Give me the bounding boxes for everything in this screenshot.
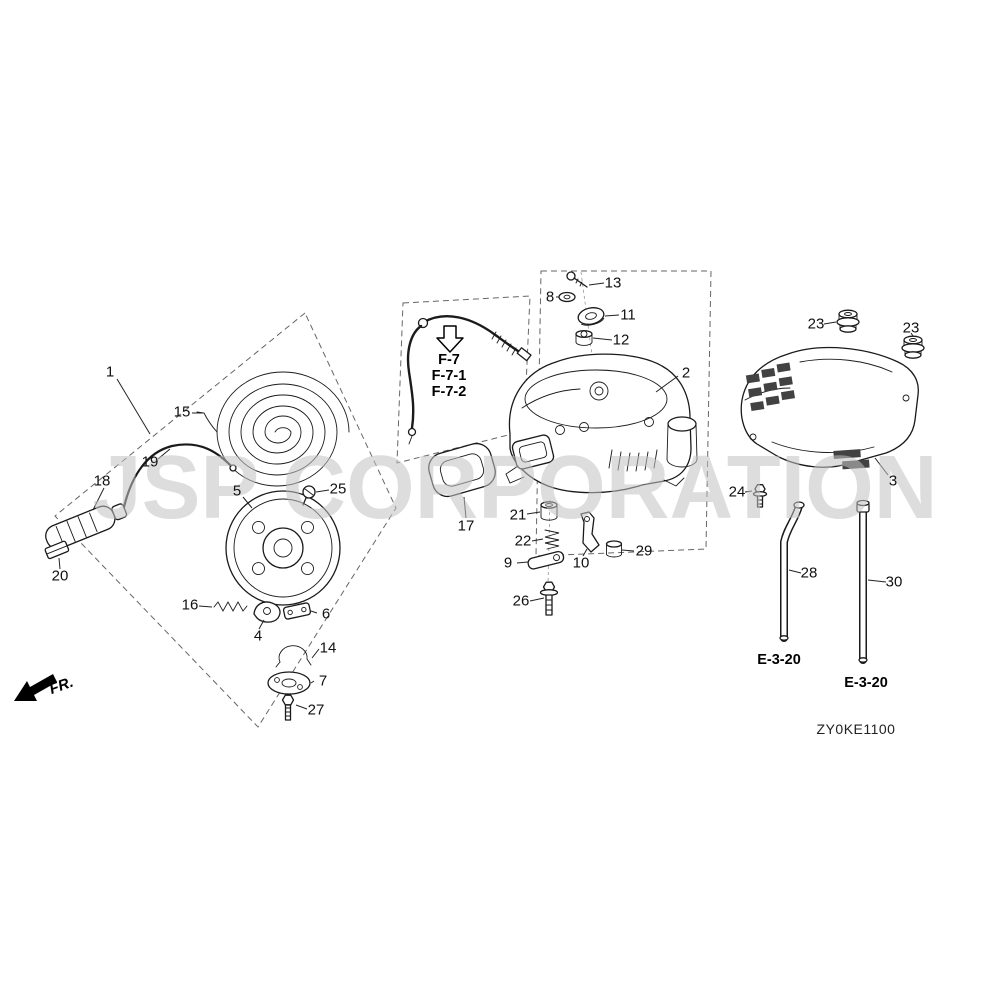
callout-13: 13: [605, 275, 622, 292]
callout-1: 1: [106, 364, 114, 381]
part-13-screw: [566, 271, 588, 288]
diagram-code: ZY0KE1100: [817, 721, 896, 737]
callout-16: 16: [182, 597, 199, 614]
callout-19: 19: [142, 454, 159, 471]
callout-18: 18: [94, 473, 111, 490]
callout-28: 28: [801, 565, 818, 582]
ref-e-3-20-left: E-3-20: [757, 652, 801, 668]
part-23b-grommet: [901, 335, 925, 359]
part-6-plate: [282, 602, 312, 620]
part-15-spiral-spring: [196, 371, 350, 487]
callout-leader-lines: [58, 282, 914, 710]
callout-25: 25: [330, 481, 347, 498]
callout-15: 15: [174, 404, 191, 421]
fr-direction-arrow-icon: [14, 674, 57, 701]
callout-23b: 23: [903, 320, 920, 337]
watermark-text: JSP CORPORATION: [93, 438, 938, 538]
callout-27: 27: [308, 702, 325, 719]
callout-9: 9: [504, 555, 512, 572]
callout-5: 5: [233, 483, 241, 500]
part-20-rope-clamp: [44, 540, 70, 560]
callout-22: 22: [515, 533, 532, 550]
part-10-ratchet-arm: [580, 511, 600, 553]
callout-20: 20: [52, 568, 69, 585]
callout-3: 3: [889, 473, 897, 490]
part-24-bolt: [752, 484, 768, 508]
callout-29: 29: [636, 543, 653, 560]
callout-7: 7: [319, 673, 327, 690]
part-5-starter-pulley: [225, 490, 341, 606]
callout-10: 10: [573, 555, 590, 572]
ref-f7-2: F-7-2: [432, 384, 467, 400]
callout-8: 8: [546, 289, 554, 306]
callout-4: 4: [254, 628, 262, 645]
part-11-cap: [577, 307, 605, 326]
callout-23a: 23: [808, 316, 825, 333]
callout-14: 14: [320, 640, 337, 657]
part-7-friction-plate: [267, 671, 311, 695]
callout-labels: 1 15 19 18 5 25 20 16 4 6 14 7 27 13 8 1…: [52, 275, 920, 719]
ref-e-3-20-right: E-3-20: [844, 675, 888, 691]
part-19-starter-rope: [122, 443, 237, 509]
part-16-spring: [213, 601, 248, 612]
callout-11: 11: [620, 307, 636, 324]
part-29-nut: [605, 540, 623, 558]
part-25-screw: [302, 485, 316, 506]
part-27-bolt: [281, 694, 295, 721]
callout-21: 21: [510, 507, 527, 524]
callout-2: 2: [682, 365, 690, 382]
part-3-under-cover: [740, 346, 919, 470]
callout-30: 30: [886, 574, 903, 591]
f7-reference-arrow-icon: [436, 325, 464, 353]
part-28-tube: [779, 501, 805, 642]
ref-f7: F-7: [438, 352, 460, 368]
part-9-arm: [527, 550, 565, 570]
reference-labels: F-7 F-7-1 F-7-2 E-3-20 E-3-20: [432, 352, 888, 691]
section-1-outline: [54, 312, 397, 728]
part-17-seal: [428, 442, 496, 498]
callout-6: 6: [322, 606, 330, 623]
callout-17: 17: [458, 518, 475, 535]
part-22-spring: [544, 529, 560, 550]
part-14-friction-spring: [275, 645, 312, 668]
part-21-collar: [540, 501, 558, 521]
callout-26: 26: [513, 593, 530, 610]
callout-24: 24: [729, 484, 746, 501]
part-12-nut: [575, 329, 593, 346]
part-2-starter-case: [505, 353, 698, 494]
ref-f7-1: F-7-1: [432, 368, 467, 384]
callout-12: 12: [613, 332, 630, 349]
part-23a-grommet: [836, 309, 860, 333]
part-30-tube: [856, 499, 870, 664]
part-8-washer: [558, 291, 576, 303]
part-26-bolt: [539, 581, 559, 616]
part-4-ratchet: [253, 601, 281, 623]
throttle-cable-drawing: [406, 315, 532, 445]
